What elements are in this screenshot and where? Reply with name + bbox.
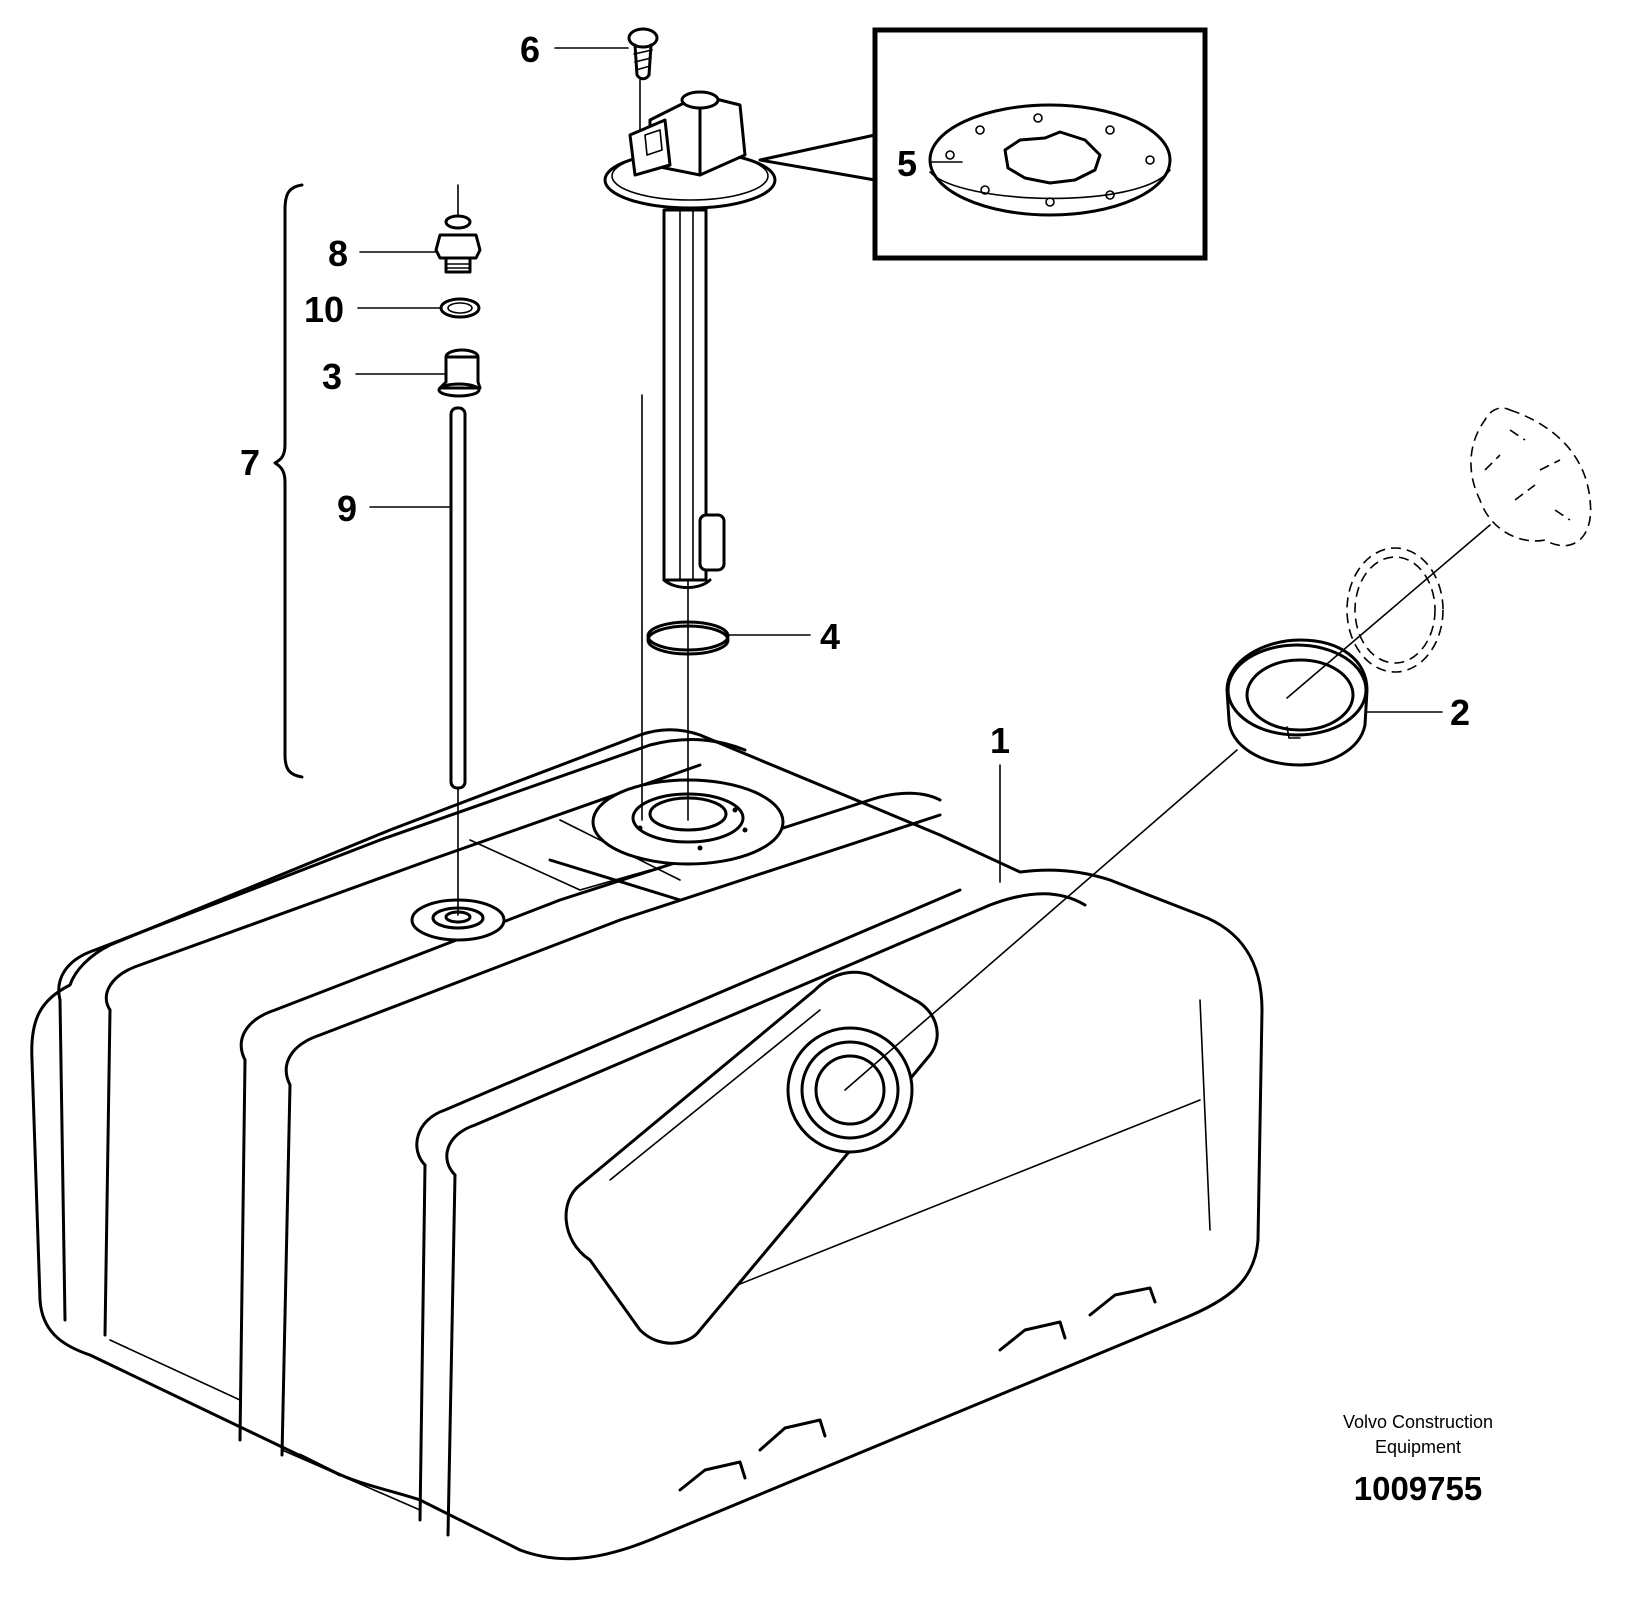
fuel-tank (30, 728, 1264, 1561)
o-ring (646, 620, 730, 656)
callout-7: 7 (240, 442, 260, 483)
gasket-detail (758, 27, 1208, 261)
callout-8: 8 (328, 233, 348, 274)
credit-line-2: Equipment (1375, 1437, 1461, 1457)
callout-1: 1 (990, 720, 1010, 761)
callout-6: 6 (520, 29, 540, 70)
callout-4: 4 (820, 616, 840, 657)
assembly-bracket (273, 183, 304, 779)
callout-2: 2 (1450, 692, 1470, 733)
dipstick-tube (449, 406, 467, 790)
seal-ring (439, 297, 481, 319)
document-number: 1009755 (1354, 1470, 1482, 1507)
callout-9: 9 (337, 488, 357, 529)
screw (627, 27, 659, 81)
nut (437, 348, 482, 398)
filler-adapter-ring (1225, 638, 1369, 767)
fuel-level-sender (603, 79, 777, 821)
callout-10: 10 (304, 289, 344, 330)
callout-3: 3 (322, 356, 342, 397)
filler-cap-dashed (1346, 407, 1592, 673)
fitting (434, 214, 482, 274)
callout-5: 5 (897, 143, 917, 184)
filler-axis-line (844, 749, 1238, 1091)
dipstick-assembly (434, 184, 482, 916)
credit-line-1: Volvo Construction (1343, 1412, 1493, 1432)
